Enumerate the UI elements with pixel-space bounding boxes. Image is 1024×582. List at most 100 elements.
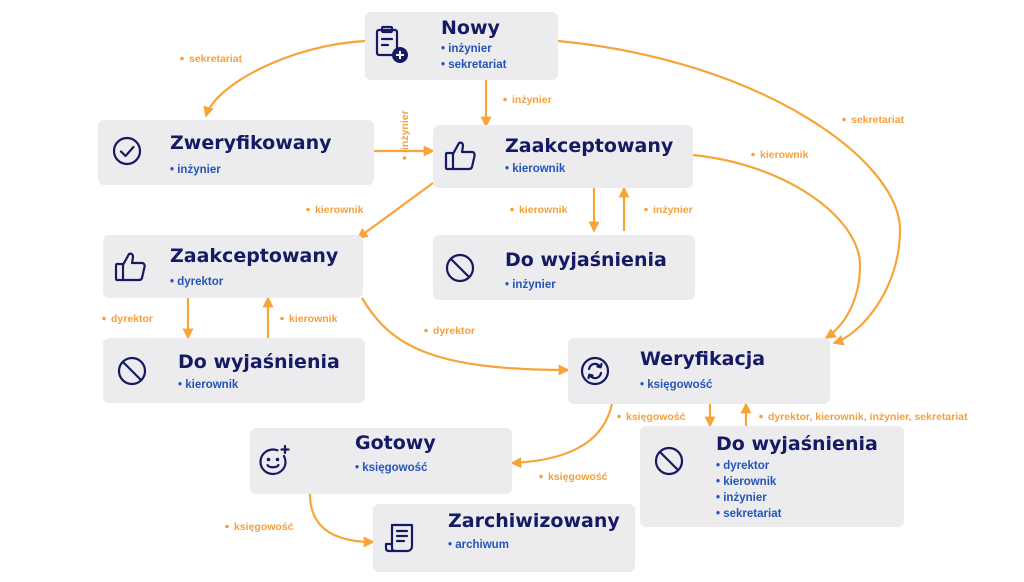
prohibited-icon (445, 253, 475, 283)
node-weryfikacja: Weryfikacja • księgowość (568, 338, 830, 404)
bullet-dot (280, 316, 284, 321)
node-role: • inżynier (170, 164, 221, 176)
edge-label: księgowość (626, 411, 686, 423)
edge-zaakceptowany-kierownik-to-weryfikacja: kierownik (692, 149, 862, 339)
node-role: • księgowość (640, 379, 713, 391)
node-gotowy: Gotowy • księgowość (250, 428, 512, 494)
node-nowy: Nowy • inżynier • sekretariat (365, 12, 558, 80)
node-box (98, 120, 374, 185)
bullet-dot (759, 414, 763, 419)
edge-nowy-to-weryfikacja: sekretariat (557, 39, 905, 346)
node-zaakceptowany-kierownik: Zaakceptowany • kierownik (433, 125, 693, 188)
node-title: Do wyjaśnienia (716, 433, 878, 455)
node-role: • inżynier (505, 279, 556, 291)
bullet-dot (180, 56, 184, 61)
edge-label: inżynier (512, 94, 552, 106)
bullet-dot (617, 414, 621, 419)
node-title: Gotowy (355, 432, 436, 454)
edge-zaakceptowany-dyrektor-to-weryfikacja: dyrektor (361, 297, 570, 376)
edge-label: kierownik (289, 313, 338, 325)
node-role: • inżynier (716, 492, 767, 504)
node-box (103, 235, 363, 298)
node-zarchiwizowany: Zarchiwizowany • archiwum (373, 504, 635, 572)
edge-weryfikacja-to-gotowy: księgowość (510, 403, 614, 483)
edge-wyjasnienie-kierownik-to-zaakceptowany-dyrektor: kierownik (262, 296, 338, 338)
edge-label: sekretariat (189, 53, 243, 65)
prohibited-icon (117, 356, 147, 386)
node-box (433, 125, 693, 188)
bullet-dot (225, 524, 229, 529)
edge-label: kierownik (519, 204, 568, 216)
node-role: • dyrektor (170, 276, 224, 288)
node-title: Zarchiwizowany (448, 510, 620, 532)
smiley-add-icon (259, 444, 290, 476)
node-role: • inżynier (441, 43, 492, 55)
node-box (640, 426, 904, 527)
bullet-dot (306, 207, 310, 212)
bullet-dot (842, 117, 846, 122)
bullet-dot (102, 316, 106, 321)
bullet-dot (503, 97, 507, 102)
bullet-dot (751, 152, 755, 157)
check-circle-icon (112, 136, 142, 166)
node-title: Zweryfikowany (170, 132, 332, 154)
nodes: Nowy • inżynier • sekretariat Zweryfikow… (98, 12, 904, 572)
node-title: Zaakceptowany (170, 245, 339, 267)
edge-zaakceptowany-kierownik-to-wyjasnienie-inzynier: kierownik (519, 188, 600, 233)
edge-label: inżynier (653, 204, 693, 216)
edge-nowy-to-zaakceptowany-kierownik: inżynier (480, 80, 552, 128)
edge-zweryfikowany-to-zaakceptowany-kierownik: inżynier (374, 110, 435, 157)
node-zaakceptowany-dyrektor: Zaakceptowany • dyrektor (103, 235, 363, 298)
node-box (103, 338, 365, 403)
clipboard-add-icon (375, 25, 408, 63)
node-role: • kierownik (716, 476, 777, 488)
prohibited-icon (654, 446, 684, 476)
edge-wyjasnienie-inzynier-to-zaakceptowany-kierownik: inżynier (618, 186, 693, 231)
edge-label: księgowość (548, 471, 608, 483)
node-title: Nowy (441, 17, 501, 39)
edge-label: kierownik (315, 204, 364, 216)
edge-label: księgowość (234, 521, 294, 533)
edges: sekretariat inżynier sekretariat inżynie… (111, 39, 968, 548)
node-box (250, 428, 512, 494)
node-role: • sekretariat (441, 59, 507, 71)
edge-label: inżynier (399, 110, 411, 150)
node-role: • kierownik (178, 379, 239, 391)
bullet-dot (402, 156, 407, 160)
node-title: Zaakceptowany (505, 135, 674, 157)
node-role: • sekretariat (716, 508, 782, 520)
thumbs-up-icon (114, 252, 146, 282)
node-role: • księgowość (355, 462, 428, 474)
thumbs-up-icon (444, 141, 476, 171)
bullet-dot (424, 328, 428, 333)
node-do-wyjasnienia-kierownik: Do wyjaśnienia • kierownik (103, 338, 365, 403)
node-do-wyjasnienia-ksiegowosc: Do wyjaśnienia • dyrektor • kierownik • … (640, 426, 904, 527)
bullet-dot (539, 474, 543, 479)
edge-zaakceptowany-kierownik-to-zaakceptowany-dyrektor: kierownik (315, 182, 434, 239)
bullet-dot (644, 207, 648, 212)
edge-label: dyrektor (433, 325, 475, 337)
bullet-dot (510, 207, 514, 212)
node-title: Do wyjaśnienia (178, 351, 340, 373)
edge-label-bullets (102, 56, 846, 529)
node-zweryfikowany: Zweryfikowany • inżynier (98, 120, 374, 185)
edge-wyjasnienie-ksiegowosc-to-weryfikacja: dyrektor, kierownik, inżynier, sekretari… (740, 402, 968, 426)
node-title: Do wyjaśnienia (505, 249, 667, 271)
edge-nowy-to-zweryfikowany: sekretariat (189, 39, 366, 118)
node-role: • archiwum (448, 539, 509, 551)
edge-label: dyrektor (111, 313, 153, 325)
edge-label: kierownik (760, 149, 809, 161)
node-title: Weryfikacja (640, 348, 765, 370)
receipt-icon (384, 523, 414, 553)
edge-label: dyrektor, kierownik, inżynier, sekretari… (768, 411, 968, 423)
node-role: • kierownik (505, 163, 566, 175)
edge-zaakceptowany-dyrektor-to-wyjasnienie-kierownik: dyrektor (111, 298, 194, 340)
node-box (433, 235, 695, 300)
edge-label: sekretariat (851, 114, 905, 126)
node-box (568, 338, 830, 404)
edge-weryfikacja-to-wyjasnienie-ksiegowosc: księgowość (626, 404, 716, 428)
edge-gotowy-to-zarchiwizowany: księgowość (234, 493, 375, 548)
node-box (365, 12, 558, 80)
node-do-wyjasnienia-inzynier: Do wyjaśnienia • inżynier (433, 235, 695, 300)
